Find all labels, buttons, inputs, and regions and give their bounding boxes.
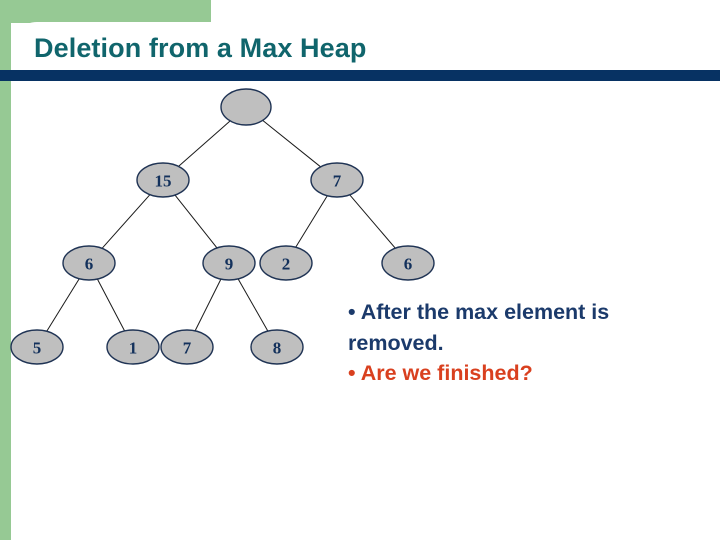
tree-node-label: 15 [155, 172, 172, 191]
tree-node[interactable]: 2 [259, 245, 313, 281]
tree-node-label: 5 [33, 339, 42, 358]
tree-edge [174, 194, 218, 249]
tree-node-circle [136, 162, 190, 198]
tree-edge [349, 194, 396, 249]
tree-node-label: 2 [282, 255, 291, 274]
slide-content-panel [11, 22, 720, 540]
bullet-list: • After the max element is removed. • Ar… [348, 297, 692, 389]
tree-node-circle [106, 329, 160, 365]
tree-node-label: 1 [129, 339, 138, 358]
tree-edge [178, 120, 231, 167]
tree-edge [96, 278, 126, 332]
tree-edge [262, 120, 321, 168]
tree-node-label: 6 [85, 255, 94, 274]
tree-edge [194, 278, 222, 332]
tree-node[interactable]: 6 [381, 245, 435, 281]
tree-node-label: 6 [404, 255, 413, 274]
tree-node-circle [160, 329, 214, 365]
title-divider-rule [0, 70, 720, 81]
tree-edge [237, 278, 269, 332]
tree-node-circle [220, 88, 272, 126]
green-accent-strip-left [0, 0, 11, 540]
bullet-item-1: • Are we finished? [348, 361, 533, 386]
tree-node[interactable]: 15 [136, 162, 190, 198]
tree-node-label: 8 [273, 339, 282, 358]
tree-node[interactable]: 5 [10, 329, 64, 365]
tree-node-label: 9 [225, 255, 234, 274]
tree-node[interactable]: 7 [160, 329, 214, 365]
tree-node-circle [62, 245, 116, 281]
tree-node[interactable]: 1 [106, 329, 160, 365]
tree-node-circle [10, 329, 64, 365]
tree-node-layer: 15 7 6 9 2 6 5 1 7 8 [10, 88, 435, 365]
tree-node-label: 7 [183, 339, 192, 358]
tree-edge [295, 195, 328, 248]
tree-node-circle [250, 329, 304, 365]
tree-node[interactable]: 8 [250, 329, 304, 365]
tree-node-circle [381, 245, 435, 281]
tree-node-circle [259, 245, 313, 281]
tree-node-circle [310, 162, 364, 198]
tree-node-label: 7 [333, 172, 342, 191]
tree-node[interactable]: 9 [202, 245, 256, 281]
green-accent-block-top [0, 0, 211, 23]
tree-edge [101, 194, 151, 249]
tree-node[interactable]: 7 [310, 162, 364, 198]
tree-node[interactable]: 6 [62, 245, 116, 281]
tree-node-circle [202, 245, 256, 281]
bullet-item-0: • After the max element is removed. [348, 300, 616, 355]
tree-edge-layer [46, 120, 396, 332]
page-title: Deletion from a Max Heap [34, 33, 367, 63]
tree-edge [46, 278, 80, 332]
tree-node[interactable] [220, 88, 272, 126]
